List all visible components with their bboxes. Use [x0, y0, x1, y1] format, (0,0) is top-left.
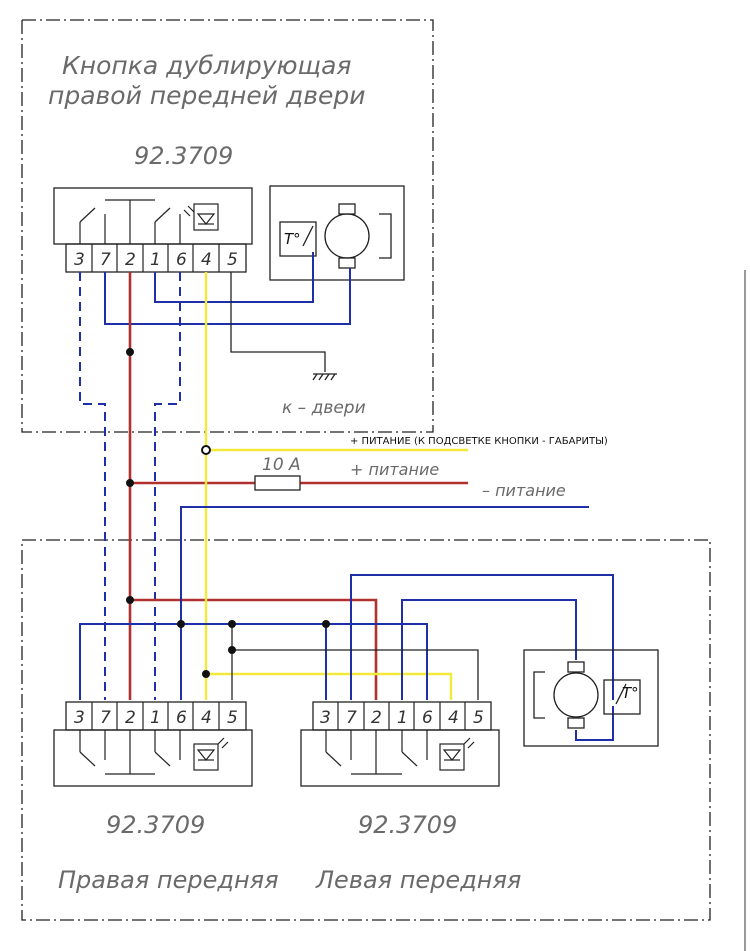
top-region-border	[21, 19, 434, 433]
bl-model-label: 92.3709	[358, 811, 457, 839]
bottom-right-door-module: 3 7 2 1 6 4 5	[53, 701, 253, 787]
br-pin-2: 2	[125, 708, 136, 728]
bl-pin-6: 6	[422, 708, 433, 728]
fuse	[254, 475, 301, 491]
top-title-line2: правой передней двери	[48, 81, 365, 110]
top-model-label: 92.3709	[134, 142, 233, 170]
top-blue-wires	[104, 252, 351, 325]
top-pin-6: 6	[176, 250, 187, 270]
bottom-dark-wires	[231, 624, 479, 700]
top-pin-2: 2	[125, 250, 136, 270]
top-pin-5: 5	[227, 250, 238, 270]
br-pin-7: 7	[100, 708, 111, 728]
yellow-supply-wire	[204, 272, 468, 700]
top-dashed-blue-wires	[79, 272, 181, 700]
bl-name-label: Левая передняя	[315, 866, 521, 894]
br-name-label: Правая передняя	[58, 866, 279, 894]
top-pin-4: 4	[201, 250, 212, 270]
yellow-supply-label: + ПИТАНИЕ (К ПОДСВЕТКЕ КНОПКИ - ГАБАРИТЫ…	[350, 436, 608, 447]
bl-pin-7: 7	[346, 708, 357, 728]
ground-label: к – двери	[282, 398, 366, 418]
red-supply-label: + питание	[350, 460, 439, 479]
top-thermo-symbol: T°	[284, 230, 301, 248]
bl-pin-3: 3	[320, 708, 331, 728]
top-switch-module: 3 7 2 1 6 4 5	[53, 187, 253, 273]
top-pin-1: 1	[150, 250, 161, 270]
ground-wire	[230, 272, 337, 381]
bottom-thermo-symbol: T°	[622, 684, 639, 702]
bl-pin-1: 1	[397, 708, 408, 728]
yellow-terminal	[201, 445, 211, 455]
blue-supply-wire	[180, 506, 589, 700]
bl-pin-5: 5	[473, 708, 484, 728]
bottom-motor-block	[523, 649, 659, 747]
fuse-label: 10 А	[262, 455, 301, 475]
top-pin-3: 3	[74, 250, 85, 270]
junction-dots	[126, 348, 330, 678]
br-model-label: 92.3709	[106, 811, 205, 839]
br-pin-6: 6	[176, 708, 187, 728]
br-pin-1: 1	[150, 708, 161, 728]
blue-supply-label: – питание	[482, 481, 566, 500]
bl-pin-2: 2	[371, 708, 382, 728]
br-pin-5: 5	[227, 708, 238, 728]
top-title-line1: Кнопка дублирующая	[62, 51, 351, 80]
bottom-region-border	[21, 539, 711, 921]
br-pin-3: 3	[74, 708, 85, 728]
bottom-left-door-module: 3 7 2 1 6 4 5	[300, 701, 500, 787]
top-motor-block	[269, 185, 405, 281]
top-pin-7: 7	[100, 250, 111, 270]
bl-pin-4: 4	[448, 708, 459, 728]
br-pin-4: 4	[201, 708, 212, 728]
